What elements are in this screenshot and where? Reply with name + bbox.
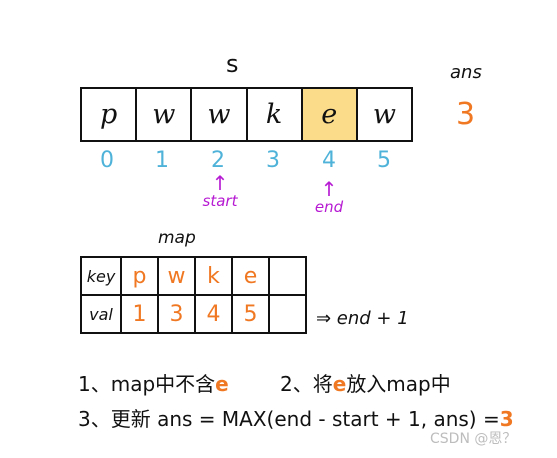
- note-step3-text: 3、更新 ans = MAX(end - start + 1, ans) =: [78, 407, 500, 431]
- end-pointer-label: end: [314, 198, 344, 216]
- string-cell-2: w: [192, 89, 248, 140]
- string-cell-4-highlighted: e: [302, 89, 358, 140]
- map-val-header: val: [80, 294, 122, 334]
- map-key-cell: p: [120, 256, 159, 296]
- note-step2: 2、将e放入map中: [280, 368, 451, 397]
- map-key-row: key p w k e: [80, 256, 307, 296]
- map-val-cell: 3: [157, 294, 196, 334]
- note-step1-char: e: [215, 372, 229, 396]
- map-val-row: val 1 3 4 5: [80, 294, 307, 334]
- map-key-header: key: [80, 256, 122, 296]
- ans-label: ans: [450, 62, 482, 83]
- end-plus-one-note: ⇒ end + 1: [316, 308, 409, 329]
- map-key-cell: w: [157, 256, 196, 296]
- watermark: CSDN @恩？: [430, 431, 517, 447]
- ans-value: 3: [456, 97, 476, 132]
- map-val-cell: [268, 294, 307, 334]
- map-key-cell: [268, 256, 307, 296]
- map-key-cell: e: [231, 256, 270, 296]
- string-cell-5: w: [372, 99, 396, 130]
- map-key-cell: k: [194, 256, 233, 296]
- index-3: 3: [266, 148, 280, 173]
- index-2: 2: [211, 148, 225, 173]
- start-pointer: ↑ start: [200, 171, 240, 210]
- map-table: key p w k e val 1 3 4 5: [80, 256, 307, 334]
- index-1: 1: [155, 148, 169, 173]
- end-pointer: ↑ end: [309, 177, 349, 216]
- note-step2-char: e: [332, 372, 347, 396]
- start-pointer-label: start: [202, 192, 238, 210]
- string-cell-1: w: [137, 89, 193, 140]
- map-label: map: [158, 228, 196, 248]
- up-arrow-icon: ↑: [211, 171, 229, 195]
- up-arrow-icon: ↑: [320, 177, 338, 201]
- note-step3: 3、更新 ans = MAX(end - start + 1, ans) =3: [78, 403, 514, 432]
- index-5: 5: [377, 148, 391, 173]
- note-step2-prefix: 2、将: [280, 372, 333, 396]
- map-val-cell: 1: [120, 294, 159, 334]
- map-val-cell: 5: [231, 294, 270, 334]
- note-step3-value: 3: [499, 407, 514, 431]
- note-step1-text: 1、map中不含: [78, 372, 216, 396]
- string-cell-3: k: [248, 89, 303, 140]
- string-array: p w w k e w: [80, 87, 413, 142]
- string-label: s: [226, 50, 239, 78]
- string-cell-0: p: [82, 89, 138, 140]
- map-val-cell: 4: [194, 294, 233, 334]
- note-step2-suffix: 放入map中: [346, 372, 451, 396]
- index-0: 0: [100, 148, 114, 173]
- note-step1: 1、map中不含e: [78, 368, 229, 397]
- index-4: 4: [322, 148, 336, 173]
